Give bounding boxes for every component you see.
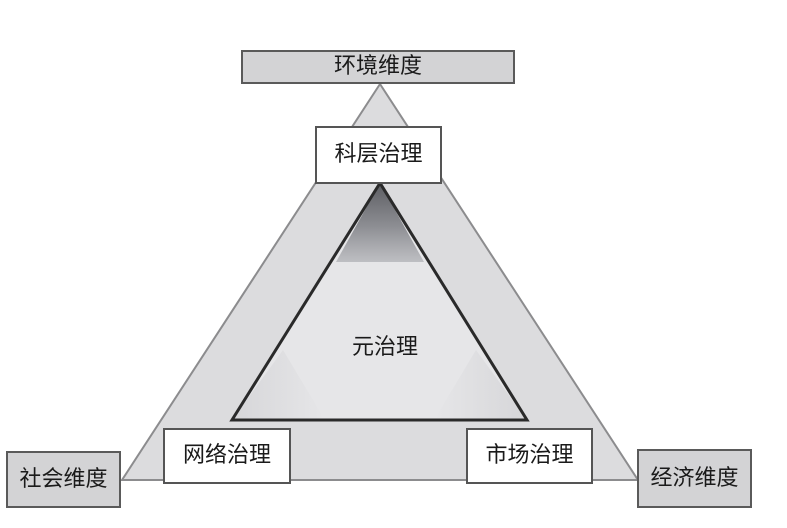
inner-triangle-right-shade: [434, 350, 527, 420]
inner-triangle-top-shade: [336, 183, 424, 262]
market-governance-label: 市场治理: [485, 443, 574, 468]
economic-dimension-label: 经济维度: [650, 465, 739, 491]
network-governance-box: 网络治理: [163, 428, 291, 484]
bureaucratic-governance-box: 科层治理: [315, 126, 442, 184]
inner-triangle: [232, 183, 527, 420]
inner-triangle-outline: [229, 180, 530, 422]
inner-triangle-left-shade: [232, 350, 325, 420]
social-dimension-box: 社会维度: [6, 451, 121, 508]
environment-dimension-box: 环境维度: [241, 50, 515, 84]
network-governance-label: 网络治理: [182, 443, 271, 468]
economic-dimension-box: 经济维度: [637, 449, 752, 508]
market-governance-box: 市场治理: [466, 428, 593, 484]
bureaucratic-governance-label: 科层治理: [334, 142, 423, 167]
environment-dimension-label: 环境维度: [333, 54, 422, 79]
social-dimension-label: 社会维度: [19, 466, 108, 492]
meta-governance-label: 元治理: [351, 335, 418, 360]
